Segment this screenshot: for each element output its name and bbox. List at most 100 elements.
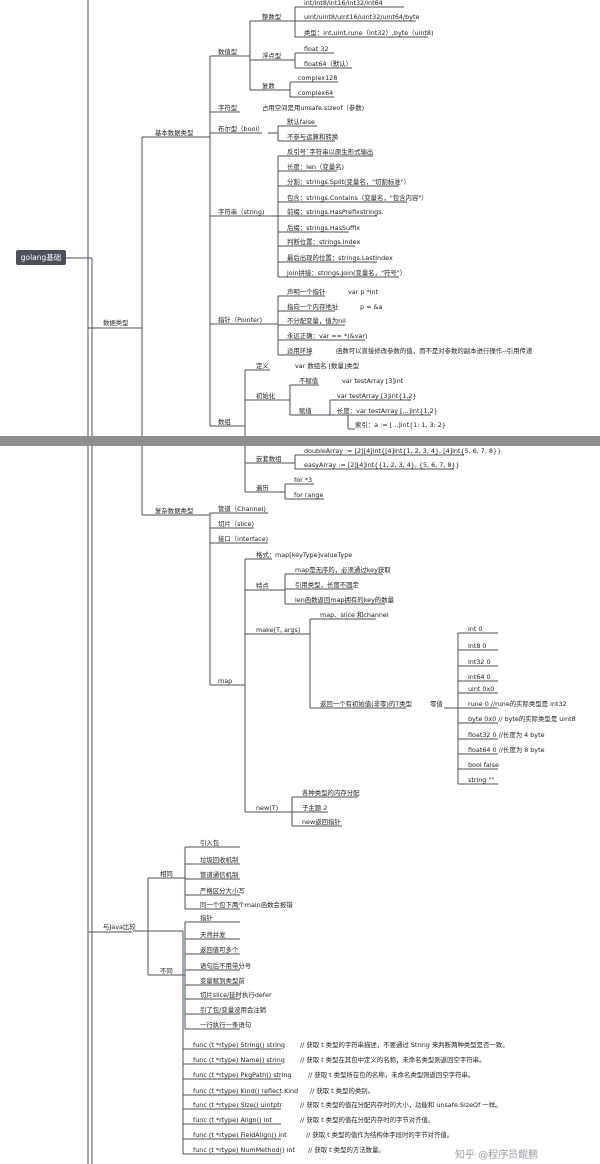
node-map[interactable]: map <box>218 677 233 685</box>
leaf-m-n3[interactable]: new返回指针 <box>302 818 341 826</box>
func-doc-5[interactable]: // 获取 t 类型的值在分配内存时的字节对齐值。 <box>300 1116 435 1124</box>
func-sig-6[interactable]: func (t *rtype) FieldAlign() int <box>193 1131 287 1139</box>
node-java[interactable]: 与Java比较 <box>103 923 136 931</box>
leaf-a-def[interactable]: 定义 <box>256 362 269 370</box>
node-array[interactable]: 数组 <box>218 418 231 426</box>
diff-item-1[interactable]: 天然并发 <box>200 931 226 939</box>
func-sig-2[interactable]: func (t *rtype) PkgPath() string <box>193 1071 292 1079</box>
node-m-make[interactable]: make(T, args) <box>256 626 301 634</box>
leaf-p4[interactable]: 永远正确：var == *(&var) <box>287 332 368 340</box>
zero-value-0[interactable]: int 0 <box>468 625 483 633</box>
leaf-c64[interactable]: complex64 <box>298 89 334 97</box>
node-numeric[interactable]: 数值型 <box>218 48 238 56</box>
zero-value-7[interactable]: float32 0 //长度为 4 byte <box>468 731 545 739</box>
zero-value-5[interactable]: rune 0 //rune的实际类型是 int32 <box>468 700 567 708</box>
node-diff[interactable]: 不同 <box>160 967 173 975</box>
leaf-int-a[interactable]: int/int8/int16/int32/int64 <box>304 0 383 7</box>
leaf-m-n1[interactable]: 各种类型的内存分配 <box>302 789 360 797</box>
node-float[interactable]: 浮点型 <box>262 52 282 60</box>
leaf-f64[interactable]: float64（默认） <box>304 60 353 68</box>
leaf-t2[interactable]: for range <box>294 491 324 499</box>
leaf-p5[interactable]: 适用环境 <box>287 347 313 355</box>
func-sig-3[interactable]: func (t *rtype) Kind() reflect.Kind <box>193 1087 299 1095</box>
leaf-n1[interactable]: doubleArray := [2][4]int{[4]int{1, 2, 3,… <box>304 447 502 455</box>
zero-value-1[interactable]: int8 0 <box>468 642 487 650</box>
func-sig-0[interactable]: func (t *rtype) String() string <box>193 1041 285 1049</box>
leaf-a-set[interactable]: 赋值 <box>299 407 312 415</box>
leaf-m-n2[interactable]: 子主题 2 <box>302 804 328 812</box>
leaf-a-novv[interactable]: var testArray [3]int <box>342 377 404 385</box>
leaf-m-f1[interactable]: map是无序的，必须通过key获取 <box>295 566 391 574</box>
node-channel[interactable]: 管道（Channel) <box>218 505 266 513</box>
same-item-4[interactable]: 同一个包下两个main函数会报错 <box>200 901 293 909</box>
diff-item-6[interactable]: 引了包/变量没用会注销 <box>200 1006 267 1014</box>
node-iface[interactable]: 接口（interface) <box>218 535 269 543</box>
leaf-p5v[interactable]: 函数可以直接修改参数的值，而不是对参数的副本进行操作--引用传递 <box>336 347 533 355</box>
node-a-init[interactable]: 初始化 <box>256 392 276 400</box>
zero-value-3[interactable]: int64 0 <box>468 673 491 681</box>
leaf-f32[interactable]: float 32 <box>304 45 329 53</box>
node-same[interactable]: 相同 <box>160 870 173 878</box>
node-pointer[interactable]: 指针（Pointer) <box>218 316 263 324</box>
node-slice[interactable]: 切片（slice) <box>218 520 254 528</box>
leaf-a-len[interactable]: 长度：var testArray [...]int{1,2} <box>337 407 438 415</box>
diff-item-5[interactable]: 切片slice/延时执行defer <box>200 991 272 999</box>
node-char[interactable]: 字符型 <box>218 104 238 112</box>
node-string[interactable]: 字符串（string) <box>218 208 265 216</box>
leaf-bool-a[interactable]: 默认false <box>287 118 315 126</box>
leaf-s5[interactable]: 前缀：strings.HasPrefixstrings. <box>287 208 384 216</box>
leaf-n2[interactable]: easyArray := [2][4]int{{1, 2, 3, 4}, {5,… <box>304 461 460 469</box>
leaf-p3[interactable]: 不分配变量，值为nil <box>287 317 346 325</box>
leaf-s4[interactable]: 包含：strings.Contains（变量名，"包含内容"） <box>287 194 428 202</box>
leaf-s1[interactable]: 反引号`字符串以原生形式输出 <box>287 148 374 156</box>
leaf-a-setv[interactable]: var testArray [3]int{1,2} <box>337 392 417 400</box>
leaf-a-nov[interactable]: 不赋值 <box>299 377 319 385</box>
node-bool[interactable]: 布尔型（bool） <box>218 125 264 133</box>
leaf-m-fmt[interactable]: 格式： <box>256 551 276 559</box>
node-integer[interactable]: 整数型 <box>262 13 282 21</box>
node-m-new[interactable]: new(T) <box>256 804 279 812</box>
func-sig-7[interactable]: func (t *rtype) NumMethod() int <box>193 1146 295 1154</box>
node-traverse[interactable]: 遍历 <box>256 484 269 492</box>
func-doc-7[interactable]: // 获取 t 类型的方法数量。 <box>308 1146 385 1154</box>
leaf-a-defv[interactable]: var 数组名 [数量]类型 <box>295 362 360 370</box>
same-item-2[interactable]: 管道通信机制 <box>200 871 239 879</box>
leaf-p2[interactable]: 指向一个内存地址 <box>287 303 339 311</box>
same-item-0[interactable]: 引入包 <box>200 839 220 847</box>
diff-item-7[interactable]: 一行执行一条语句 <box>200 1021 252 1029</box>
zero-value-2[interactable]: int32 0 <box>468 658 491 666</box>
func-sig-1[interactable]: func (t *rtype) Name() string <box>193 1056 285 1064</box>
leaf-m-fmtv[interactable]: map[keyType]valueType <box>275 551 353 559</box>
same-item-1[interactable]: 垃圾回收机制 <box>200 856 239 864</box>
func-doc-2[interactable]: // 获取 t 类型所在包的名称，未命名类型则返回空字符串。 <box>308 1071 475 1079</box>
func-doc-6[interactable]: // 获取 t 类型的值作为结构体字段时的字节对齐值。 <box>306 1131 454 1139</box>
zero-value-4[interactable]: uint 0x0 <box>468 685 495 693</box>
func-doc-3[interactable]: // 获取 t 类型的类别。 <box>310 1087 375 1095</box>
zero-value-10[interactable]: string "" <box>468 776 495 784</box>
leaf-p1v[interactable]: var p *int <box>348 288 378 296</box>
node-composite[interactable]: 复杂数据类型 <box>155 507 194 515</box>
leaf-int-c[interactable]: 类型：int,uint,rune（int32）,byte（uint8) <box>304 29 434 37</box>
leaf-s6[interactable]: 后缀：strings.HasSuffix <box>287 224 360 232</box>
node-data-types[interactable]: 数据类型 <box>103 319 129 327</box>
diff-item-2[interactable]: 返回值可多个 <box>200 946 239 954</box>
node-nested[interactable]: 嵌套数组 <box>256 455 282 463</box>
leaf-m-zero[interactable]: 零值 <box>430 700 443 708</box>
leaf-s2[interactable]: 长度：len（变量名) <box>287 163 344 171</box>
zero-value-6[interactable]: byte 0x0 // byte的实际类型是 uint8 <box>468 715 576 723</box>
node-basic-types[interactable]: 基本数据类型 <box>155 129 194 137</box>
node-m-feat[interactable]: 特点 <box>256 582 269 590</box>
leaf-m-mk2[interactable]: 返回一个有初始值(非零)的T类型 <box>320 700 412 708</box>
leaf-m-f2[interactable]: 引用类型，长度不固定 <box>295 581 359 589</box>
same-item-3[interactable]: 严格区分大小写 <box>200 887 245 895</box>
zero-value-9[interactable]: bool false <box>468 761 499 769</box>
func-doc-4[interactable]: // 获取 t 类型的值在分配内存时的大小，功能和 unsafe.SizeOf … <box>300 1101 502 1109</box>
func-doc-1[interactable]: // 获取 t 类型在其包中定义的名称，未命名类型则返回空字符串。 <box>300 1056 486 1064</box>
func-sig-4[interactable]: func (t *rtype) Size() uintptr <box>193 1101 283 1109</box>
zero-value-8[interactable]: float64 0 //长度为 8 byte <box>468 746 545 754</box>
diff-item-0[interactable]: 指针 <box>200 914 213 922</box>
leaf-m-mk1[interactable]: map、slice 和channel <box>320 611 389 619</box>
root-node[interactable]: golang基础 <box>16 250 66 265</box>
leaf-s8[interactable]: 最后出现的位置：strings.LastIndex <box>287 254 393 262</box>
leaf-char-note[interactable]: 占用空间是用unsafe.sizeof（参数) <box>262 104 365 112</box>
